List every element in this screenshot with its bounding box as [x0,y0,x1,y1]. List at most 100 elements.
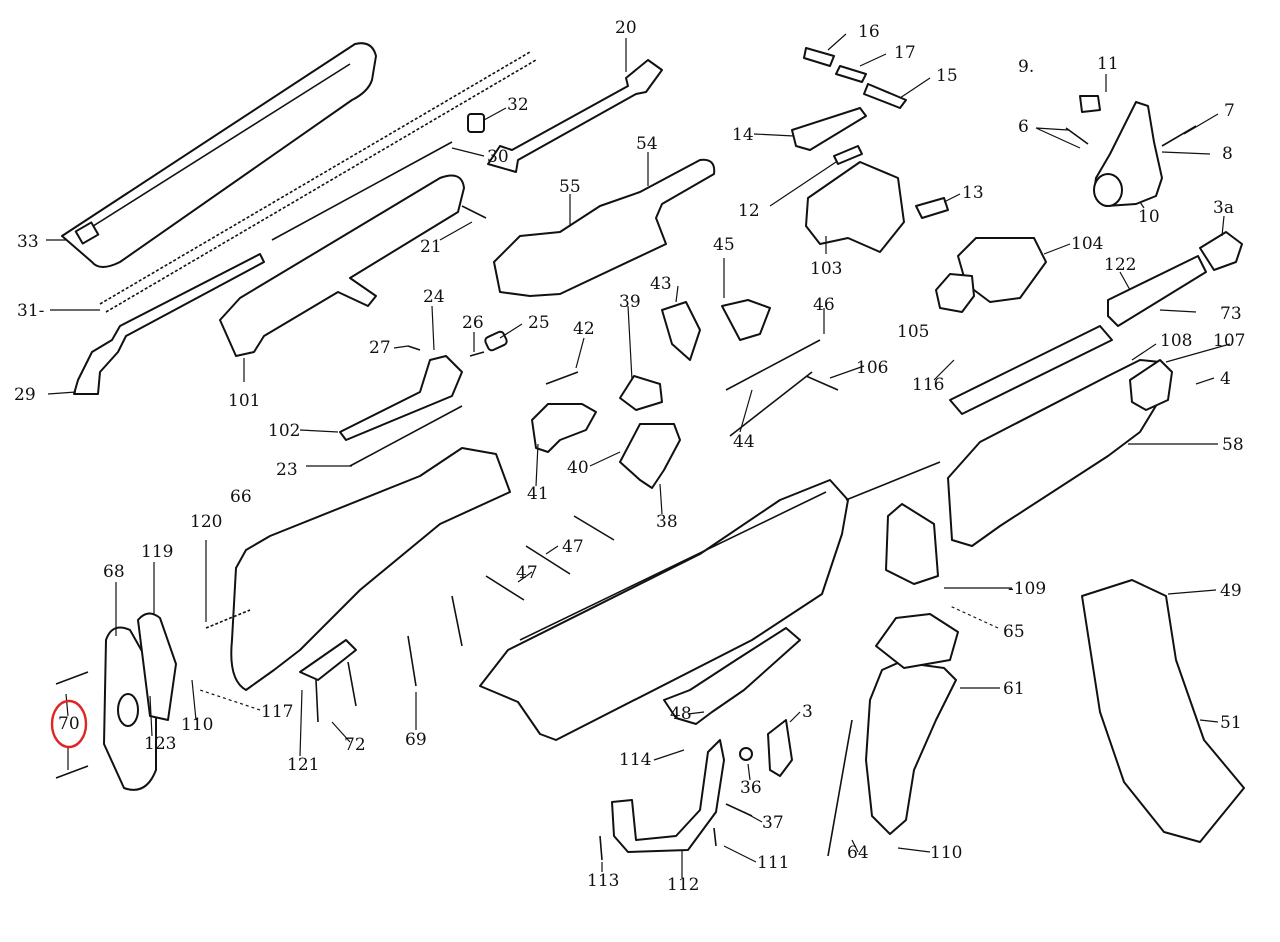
label-58: 58 [1222,435,1244,455]
buttstock [230,447,511,691]
label-112: 112 [667,875,699,895]
gas-piston [487,59,663,173]
label-102: 102 [268,421,300,441]
part-drawings [55,42,1245,861]
label-65: 65 [1003,622,1025,642]
label-41: 41 [527,484,549,504]
label-69: 69 [405,730,427,750]
label-46: 46 [813,295,835,315]
label-64: 64 [847,843,869,863]
label-29: 29 [14,385,36,405]
label-106: 106 [856,358,888,378]
leader-lines [46,33,1231,878]
label-123: 123 [144,734,176,754]
lower-handguard [947,359,1169,547]
label-111: 111 [757,853,789,873]
label-36: 36 [740,778,762,798]
label-27: 27 [369,338,391,358]
label-33: 33 [17,232,39,252]
label-44: 44 [733,432,755,452]
label-103: 103 [810,259,842,279]
label-14: 14 [732,125,754,145]
rear-sight-pieces [803,47,907,109]
label-117: 117 [261,702,293,722]
label-3a: 3a [1213,198,1234,218]
label-116: 116 [912,375,944,395]
label-17: 17 [894,43,916,63]
label-114: 114 [619,750,651,770]
label-51: 51 [1220,713,1242,733]
hammer [531,403,597,453]
label-20: 20 [615,18,637,38]
label-47a: 47 [562,537,584,557]
label-6: 6 [1018,117,1029,137]
label-109: -109 [1008,579,1046,599]
label-72: 72 [344,735,366,755]
label-39: 39 [619,292,641,312]
barrel [1107,255,1207,327]
label-42: 42 [573,319,595,339]
label-37: 37 [762,813,784,833]
label-9: 9. [1018,57,1034,77]
label-110b: 110 [930,843,962,863]
label-26: 26 [462,313,484,333]
bolt-carrier [219,174,465,357]
label-30: 30 [487,147,509,167]
label-13: 13 [962,183,984,203]
label-49: 49 [1220,581,1242,601]
magazine [1081,579,1245,843]
guide-rod [271,141,453,241]
label-48: 48 [670,704,692,724]
label-107: 107 [1213,331,1245,351]
gas-tube-handguard [493,158,716,297]
label-40: 40 [567,458,589,478]
label-12: 12 [738,201,760,221]
label-7: 7 [1224,101,1235,121]
trigger [619,423,681,489]
label-15: 15 [936,66,958,86]
label-120: 120 [190,512,222,532]
label-55: 55 [559,177,581,197]
label-73: 73 [1220,304,1242,324]
label-43: 43 [650,274,672,294]
label-105: 105 [897,322,929,342]
label-47b: 47 [516,563,538,583]
label-16: 16 [858,22,880,42]
part-labels: 20 16 17 15 11 9. 7 6 8 10 32 30 54 55 1… [14,18,1245,895]
label-4: 4 [1220,369,1231,389]
label-11: 11 [1097,54,1119,74]
label-68: 68 [103,562,125,582]
rear-sight-block [805,161,905,253]
receiver [479,479,849,741]
label-24: 24 [423,287,445,307]
pistol-grip [865,661,957,835]
recoil-spring [99,51,537,313]
label-31: 31- [17,301,44,321]
label-121: 121 [287,755,319,775]
label-8: 8 [1222,144,1233,164]
label-66: 66 [230,487,252,507]
label-10: 10 [1138,207,1160,227]
rear-sight-leaf [791,107,867,151]
label-54: 54 [636,134,658,154]
label-38: 38 [656,512,678,532]
trigger-guard [611,739,725,853]
label-108: 108 [1160,331,1192,351]
buttplate-screws [55,671,89,779]
label-25: 25 [528,313,550,333]
highlight-circle-70 [50,699,88,749]
label-113: 113 [587,871,619,891]
label-3: 3 [802,702,813,722]
label-122: 122 [1104,255,1136,275]
label-23: 23 [276,460,298,480]
label-119: 119 [141,542,173,562]
label-61: 61 [1003,679,1025,699]
label-32: 32 [507,95,529,115]
guide-assembly [73,253,265,395]
bolt [339,355,463,441]
dust-cover [61,42,377,268]
label-104: 104 [1071,234,1103,254]
label-45: 45 [713,235,735,255]
label-70: 70 [58,714,80,734]
